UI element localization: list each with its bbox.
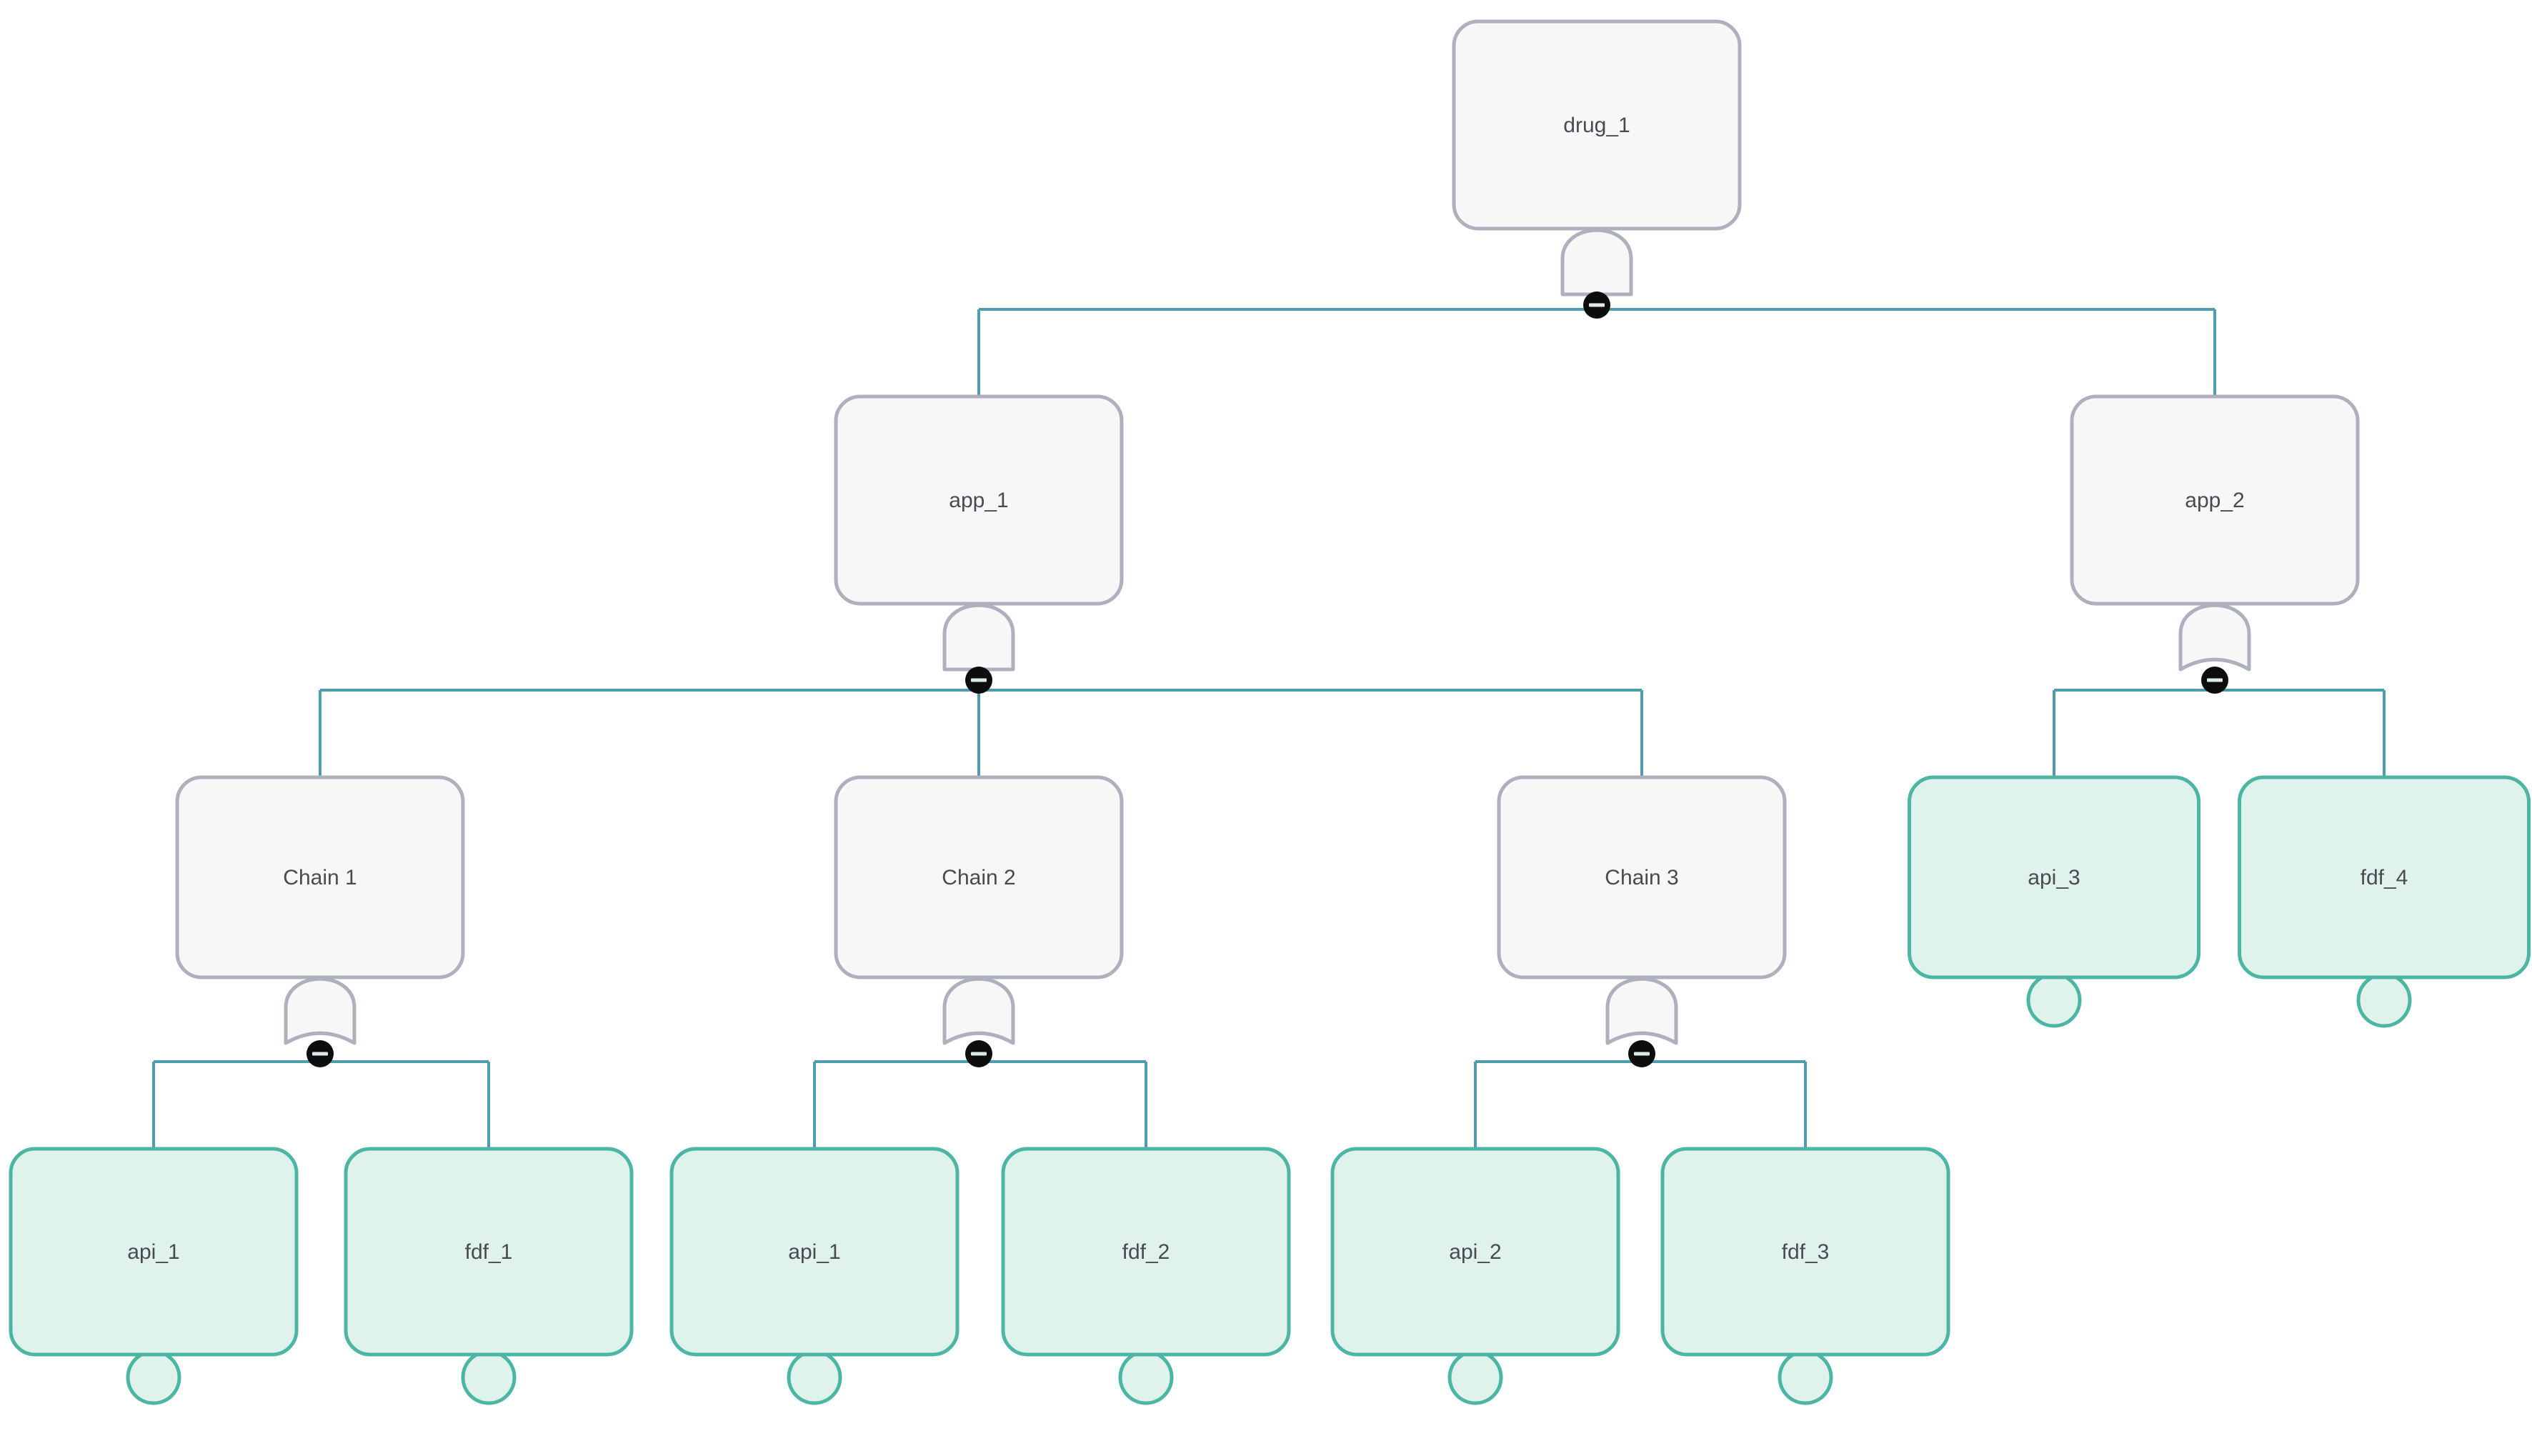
undeveloped-event-icon — [787, 1350, 842, 1405]
node-label: Chain 3 — [1605, 866, 1678, 889]
tree-node-drug_1[interactable]: drug_1 — [1452, 19, 1742, 231]
tree-node-fdf_3[interactable]: fdf_3 — [1660, 1147, 1950, 1405]
toggle-circle-bg[interactable] — [306, 1040, 334, 1067]
node-box[interactable] — [1330, 1147, 1620, 1357]
undeveloped-event-icon — [2026, 972, 2082, 1028]
node-box[interactable] — [1001, 1147, 1291, 1357]
undeveloped-event-icon — [1778, 1350, 1833, 1405]
tree-node-chain_3[interactable]: Chain 3 — [1497, 775, 1787, 979]
tree-node-api_2[interactable]: api_2 — [1330, 1147, 1620, 1405]
node-label: Chain 1 — [283, 866, 357, 889]
node-box[interactable] — [834, 775, 1124, 979]
node-label: Chain 2 — [942, 866, 1015, 889]
node-label: app_1 — [949, 489, 1008, 512]
tree-node-app_1[interactable]: app_1 — [834, 394, 1124, 606]
toggle-circle-bg[interactable] — [965, 1040, 992, 1067]
toggle-circle-bg[interactable] — [1628, 1040, 1655, 1067]
or-gate-icon — [284, 977, 357, 1045]
node-box[interactable] — [1660, 1147, 1950, 1357]
node-label: fdf_3 — [1782, 1240, 1830, 1264]
collapse-toggle-chain_2[interactable]: collapse — [965, 1040, 992, 1067]
node-label: fdf_1 — [465, 1240, 513, 1264]
tree-node-api_1_a[interactable]: api_1 — [9, 1147, 299, 1405]
gate-layer — [284, 228, 2251, 1045]
node-box[interactable] — [2238, 775, 2531, 979]
node-box[interactable] — [175, 775, 465, 979]
node-label: api_1 — [127, 1240, 179, 1264]
tree-node-fdf_1[interactable]: fdf_1 — [344, 1147, 634, 1405]
and-gate-icon — [942, 603, 1015, 672]
node-box[interactable] — [344, 1147, 634, 1357]
collapse-toggle-drug_1[interactable]: collapse — [1583, 291, 1610, 319]
node-box[interactable] — [834, 394, 1124, 606]
node-box[interactable] — [9, 1147, 299, 1357]
tree-node-app_2[interactable]: app_2 — [2070, 394, 2360, 606]
node-box[interactable] — [2070, 394, 2360, 606]
node-label: fdf_2 — [1122, 1240, 1170, 1264]
undeveloped-event-icon — [461, 1350, 517, 1405]
node-label: fdf_4 — [2361, 866, 2408, 889]
undeveloped-event-icon — [1118, 1350, 1174, 1405]
collapse-toggle-chain_3[interactable]: collapse — [1628, 1040, 1655, 1067]
node-box[interactable] — [1452, 19, 1742, 231]
node-label: app_2 — [2185, 489, 2244, 512]
toggle-circle-bg[interactable] — [2201, 667, 2228, 694]
collapse-toggle-app_1[interactable]: collapse — [965, 667, 992, 694]
or-gate-icon — [2178, 603, 2251, 672]
tree-node-chain_2[interactable]: Chain 2 — [834, 775, 1124, 979]
and-gate-icon — [1560, 228, 1633, 296]
node-label: api_1 — [788, 1240, 840, 1264]
tree-node-api_3[interactable]: api_3 — [1908, 775, 2200, 1028]
node-label: api_2 — [1449, 1240, 1501, 1264]
node-box[interactable] — [669, 1147, 960, 1357]
collapse-toggle-app_2[interactable]: collapse — [2201, 667, 2228, 694]
toggle-circle-bg[interactable] — [965, 667, 992, 694]
node-label: api_3 — [2028, 866, 2080, 889]
tree-node-chain_1[interactable]: Chain 1 — [175, 775, 465, 979]
tree-node-fdf_2[interactable]: fdf_2 — [1001, 1147, 1291, 1405]
node-label: drug_1 — [1563, 114, 1630, 137]
node-box[interactable] — [1908, 775, 2200, 979]
or-gate-icon — [1605, 977, 1678, 1045]
undeveloped-event-icon — [126, 1350, 181, 1405]
undeveloped-event-icon — [1447, 1350, 1503, 1405]
toggle-layer: collapse collapse collapse collapse collapse… — [306, 291, 2228, 1067]
undeveloped-event-icon — [2356, 972, 2412, 1028]
collapse-toggle-chain_1[interactable]: collapse — [306, 1040, 334, 1067]
toggle-circle-bg[interactable] — [1583, 291, 1610, 319]
tree-node-api_1_b[interactable]: api_1 — [669, 1147, 960, 1405]
tree-node-fdf_4[interactable]: fdf_4 — [2238, 775, 2531, 1028]
or-gate-icon — [942, 977, 1015, 1045]
node-box[interactable] — [1497, 775, 1787, 979]
